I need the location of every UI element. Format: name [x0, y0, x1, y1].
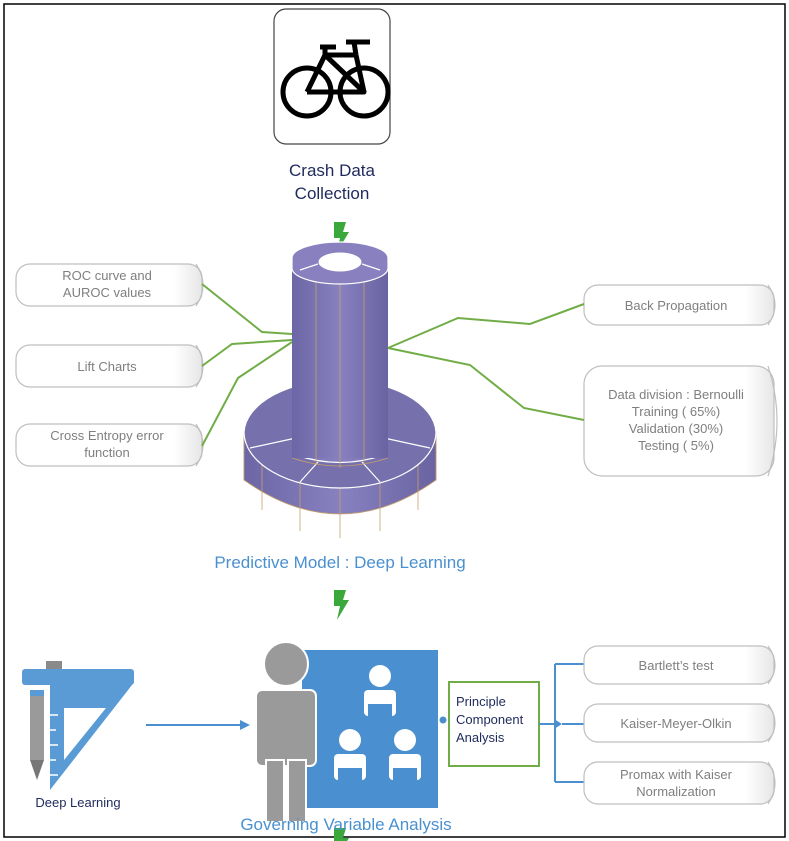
test-connectors [539, 663, 584, 783]
governing-analysis-icon [255, 641, 438, 823]
ruler-triangle-icon [22, 661, 134, 790]
right-box-back-propagation: Back Propagation [583, 284, 776, 326]
left-box-roc: ROC curve and AUROC values [15, 263, 204, 307]
deep-learning-model-shape [243, 241, 437, 538]
lightning-bolt-middle [334, 590, 349, 620]
left-box-roc-line1: ROC curve and [62, 268, 152, 283]
right-box-data-division-line3: Validation (30%) [629, 421, 723, 436]
test-box-bartlett: Bartlett’s test [583, 645, 776, 685]
deep-learning-label: Deep Learning [35, 795, 120, 810]
test-box-promax-line1: Promax with Kaiser [620, 767, 733, 782]
outer-frame [3, 3, 786, 838]
governing-label: Governing Variable Analysis [240, 815, 451, 834]
left-box-cross-entropy-line1: Cross Entropy error [50, 428, 164, 443]
test-box-kmo-line1: Kaiser-Meyer-Olkin [620, 716, 731, 731]
right-box-data-division-line1: Data division : Bernoulli [608, 387, 744, 402]
test-box-kmo: Kaiser-Meyer-Olkin [583, 703, 776, 743]
connector-dot [439, 716, 447, 724]
crash-data-line2: Collection [295, 184, 370, 203]
right-box-data-division: Data division : Bernoulli Training ( 65%… [583, 365, 778, 477]
left-box-roc-line2: AUROC values [63, 285, 152, 300]
crash-data-node: Crash Data Collection [273, 8, 391, 203]
arrow-to-governing [146, 720, 250, 730]
test-box-bartlett-line1: Bartlett’s test [639, 658, 714, 673]
pca-line1: Principle [456, 694, 506, 709]
pca-box: Principle Component Analysis [448, 681, 540, 767]
bicycle-icon [280, 39, 391, 119]
left-box-lift-line1: Lift Charts [77, 359, 137, 374]
test-box-promax-line2: Normalization [636, 784, 715, 799]
right-box-data-division-line4: Testing ( 5%) [638, 438, 714, 453]
green-connectors [201, 283, 585, 447]
left-box-cross-entropy: Cross Entropy error function [15, 423, 204, 467]
right-box-data-division-line2: Training ( 65%) [632, 404, 720, 419]
left-box-lift: Lift Charts [15, 344, 204, 388]
right-box-back-propagation-line1: Back Propagation [625, 298, 728, 313]
pca-line3: Analysis [456, 730, 505, 745]
test-box-promax: Promax with Kaiser Normalization [583, 761, 776, 805]
pca-line2: Component [456, 712, 524, 727]
left-box-cross-entropy-line2: function [84, 445, 130, 460]
crash-data-line1: Crash Data [289, 161, 376, 180]
model-title: Predictive Model : Deep Learning [214, 553, 465, 572]
